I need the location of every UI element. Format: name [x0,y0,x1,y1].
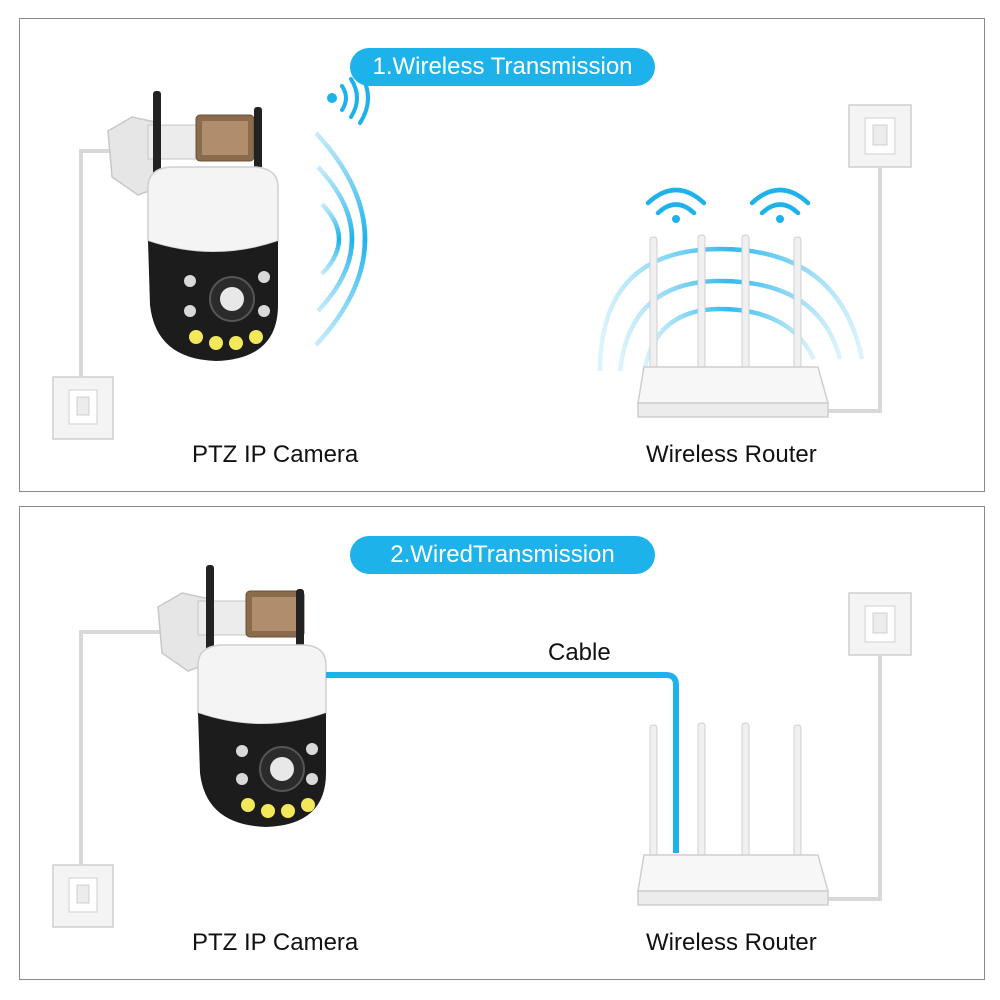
panel-title: 1.Wireless Transmission [350,48,655,86]
wifi-icon [645,187,707,223]
wifi-icon [749,187,811,223]
power-outlet-right [848,592,912,656]
cable-label: Cable [548,639,611,666]
power-outlet-right [848,104,912,168]
camera-label: PTZ IP Camera [192,441,359,468]
wireless-router [637,234,829,418]
power-cord-right [824,167,882,413]
camera-label: PTZ IP Camera [192,929,359,956]
wireless-diagram [52,71,912,440]
router-label: Wireless Router [646,441,817,468]
router-label: Wireless Router [646,929,817,956]
wired-transmission-panel: 2.WiredTransmission Cable PTZ IP Camera … [19,506,985,980]
power-cord-right [824,655,882,901]
ptz-camera [157,565,327,827]
wireless-transmission-panel: 1.Wireless Transmission PTZ IP Camera Wi… [19,18,985,492]
power-cord-left [79,149,115,377]
signal-waves-router [597,246,865,372]
ptz-camera [107,91,279,361]
signal-waves-camera [314,131,368,347]
wired-diagram [52,565,912,928]
power-outlet-left [52,864,114,928]
network-cable [326,672,679,853]
wireless-router [637,722,829,906]
power-cord-left [79,630,162,865]
panel-title: 2.WiredTransmission [350,536,655,574]
power-outlet-left [52,376,114,440]
